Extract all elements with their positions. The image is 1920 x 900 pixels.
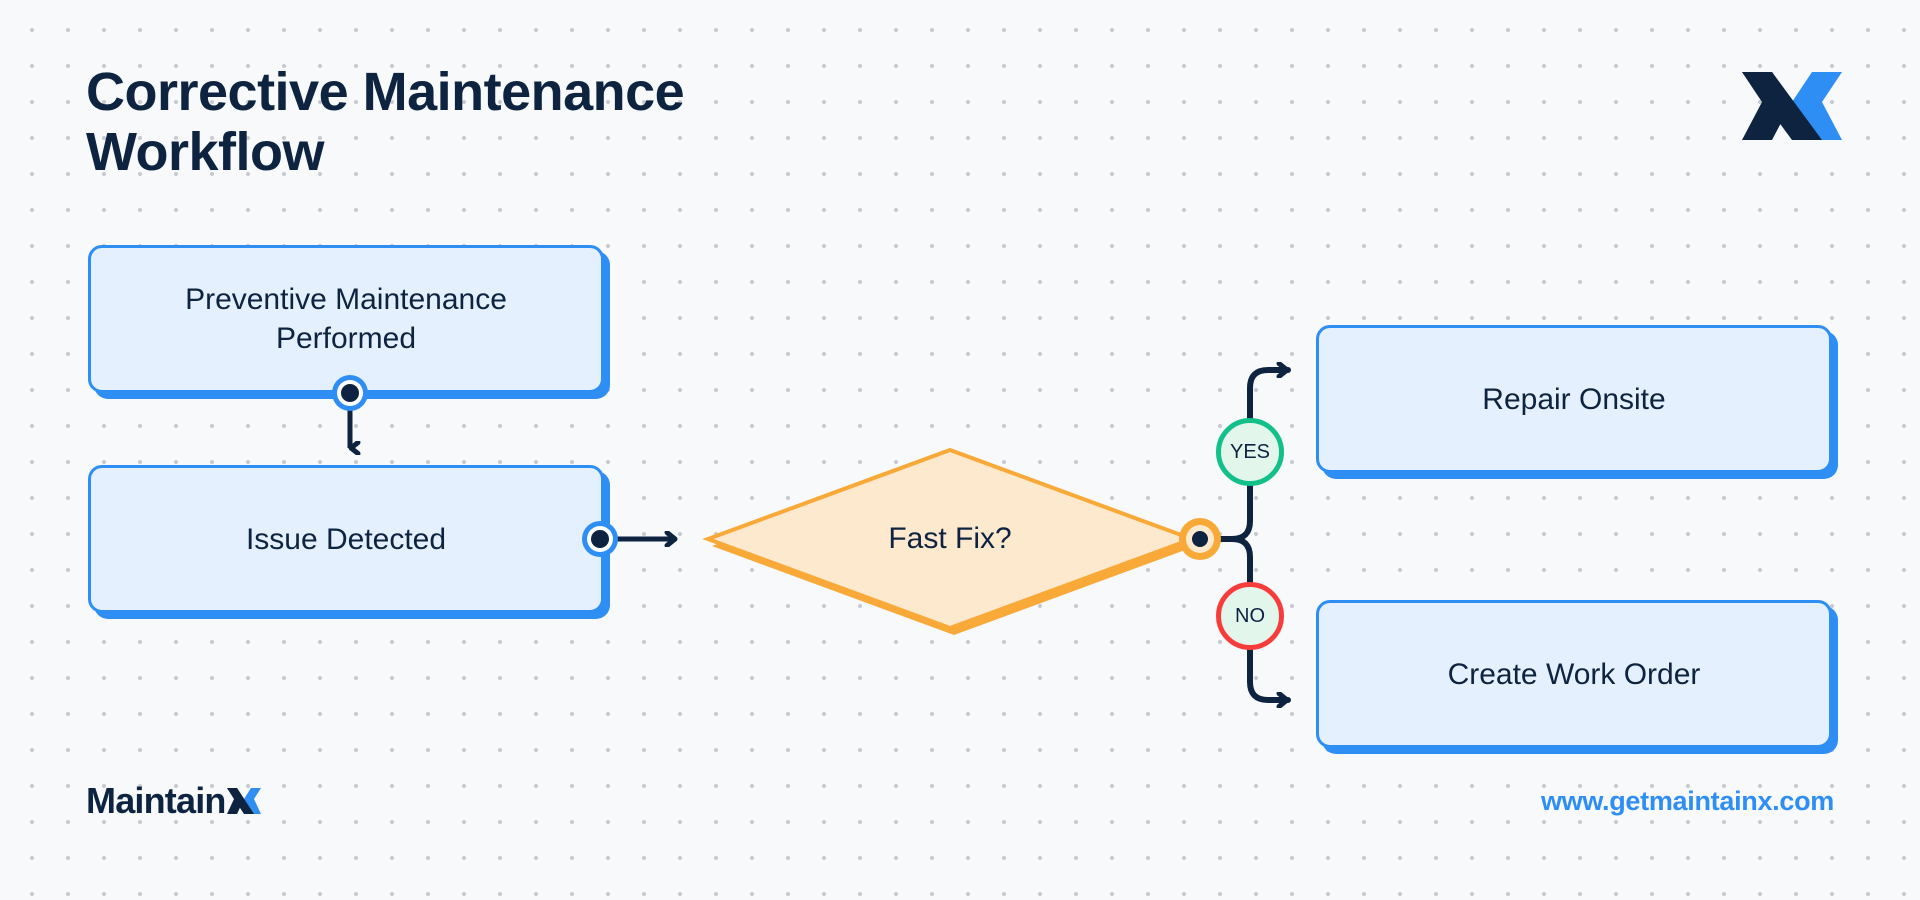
maintainx-x-logo-icon — [1742, 72, 1842, 140]
node-create-work-order[interactable]: Create Work Order — [1316, 600, 1832, 748]
node-label: Issue Detected — [245, 522, 447, 556]
footer-wordmark: Maintain — [86, 780, 226, 821]
footer-logo: Maintain — [86, 780, 261, 822]
edge-no-to-workorder — [1247, 647, 1291, 700]
badge-label: NO — [1235, 604, 1265, 627]
maintainx-x-mark-icon — [226, 788, 261, 814]
footer-url[interactable]: www.getmaintainx.com — [1540, 786, 1834, 816]
node-issue-detected[interactable]: Issue Detected — [88, 465, 604, 613]
branch-badge-yes[interactable]: YES — [1216, 418, 1284, 486]
badge-label: YES — [1229, 440, 1271, 463]
node-label: Repair Onsite — [1482, 382, 1666, 416]
page-title: Corrective Maintenance Workflow — [86, 62, 685, 183]
edge-yes-to-repair — [1247, 370, 1291, 421]
node-repair-onsite[interactable]: Repair Onsite — [1316, 325, 1832, 473]
node-label: Create Work Order — [1447, 657, 1701, 691]
node-fast-fix-decision[interactable]: Fast Fix? — [700, 438, 1200, 640]
node-label: Preventive Maintenance Performed — [185, 283, 507, 355]
branch-badge-no[interactable]: NO — [1216, 582, 1284, 650]
node-preventive-maintenance[interactable]: Preventive Maintenance Performed — [88, 245, 604, 393]
diamond-shape — [702, 447, 1198, 635]
